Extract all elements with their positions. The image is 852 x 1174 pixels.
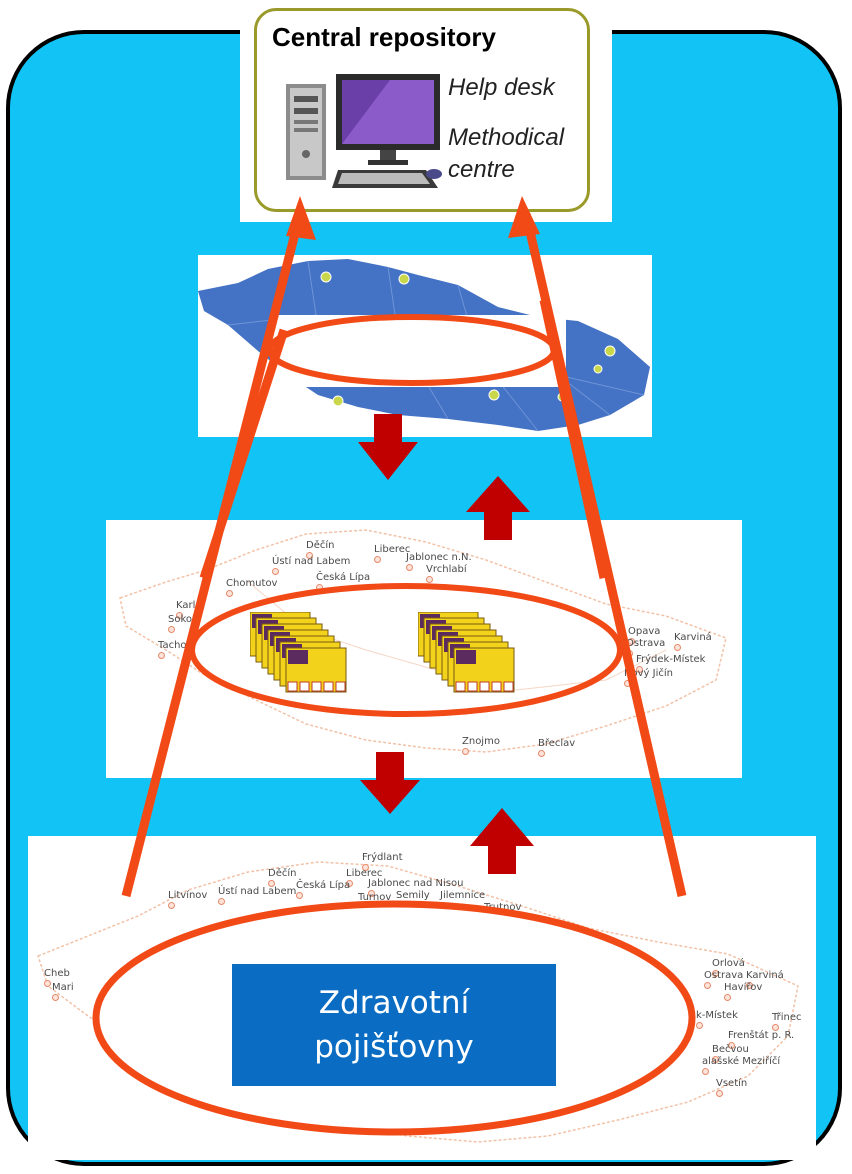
place-marker <box>704 982 711 989</box>
place-marker <box>346 880 353 887</box>
place-label: Frenštát p. R. <box>728 1030 795 1041</box>
place-marker <box>462 748 469 755</box>
health-insurance-label: Zdravotní pojišťovny <box>314 985 474 1065</box>
place-label: Cheb <box>44 968 70 979</box>
place-marker <box>44 980 51 987</box>
place-marker <box>168 902 175 909</box>
health-insurance-box: Zdravotní pojišťovny <box>232 964 556 1086</box>
place-label: Děčín <box>306 540 335 551</box>
place-label: Česká Lípa <box>316 572 371 583</box>
place-marker <box>176 612 183 619</box>
place-marker <box>628 638 635 645</box>
place-marker <box>636 666 643 673</box>
place-marker <box>538 750 545 757</box>
place-label: Litvínov <box>168 890 208 901</box>
place-marker <box>52 994 59 1001</box>
place-label: Karviná <box>674 632 712 643</box>
place-marker <box>268 880 275 887</box>
central-repository-box: Central repository Help desk Methodical … <box>240 0 612 222</box>
district-highlight-ellipse <box>189 583 623 717</box>
place-marker <box>746 982 753 989</box>
place-marker <box>296 892 303 899</box>
place-marker <box>716 1090 723 1097</box>
place-label: Jablonec n.N. <box>406 552 472 563</box>
place-label: Česká Lípa <box>296 880 351 891</box>
place-marker <box>712 970 719 977</box>
place-label: Třinec <box>772 1012 802 1023</box>
place-marker <box>712 1056 719 1063</box>
place-label: Sokolo <box>168 614 201 625</box>
up-arrow-lower <box>470 808 534 874</box>
place-marker <box>362 864 369 871</box>
place-label: Mari <box>52 982 74 993</box>
place-label: Chomutov <box>226 578 278 589</box>
computer-icon <box>286 74 442 188</box>
place-label: Vrchlabí <box>426 564 467 575</box>
methodical-centre-label: Methodical centre <box>448 124 565 183</box>
place-marker <box>168 626 175 633</box>
place-label: Ostrava <box>626 638 666 649</box>
place-label: Liberec <box>374 544 411 555</box>
hospital-buildings-icon <box>250 612 347 693</box>
place-label: Jilemnice <box>440 890 486 901</box>
central-repository-title: Central repository <box>272 22 496 52</box>
place-label: Semily <box>396 890 430 901</box>
place-marker <box>158 652 165 659</box>
place-label: Havířov <box>724 982 763 993</box>
place-label: Břeclav <box>538 738 576 749</box>
place-marker <box>702 1068 709 1075</box>
place-marker <box>728 1042 735 1049</box>
place-label: Orlová <box>712 958 745 969</box>
place-marker <box>724 994 731 1001</box>
hospital-buildings-icon <box>418 612 515 693</box>
down-arrow-upper <box>358 414 418 480</box>
place-label: Ostrava <box>704 970 744 981</box>
regional-highlight-ellipse <box>267 314 557 386</box>
down-arrow-lower <box>360 752 420 814</box>
place-label: Trutnov <box>484 902 522 913</box>
place-marker <box>674 644 681 651</box>
place-label: alašské Meziříčí <box>702 1056 781 1067</box>
place-label: Tachov <box>158 640 193 651</box>
place-label: Turnov <box>358 892 392 903</box>
place-marker <box>696 1022 703 1029</box>
place-marker <box>406 564 413 571</box>
place-marker <box>272 568 279 575</box>
place-marker <box>306 552 313 559</box>
place-label: Nový Jičín <box>624 668 673 679</box>
place-label: Ústí nad Labem <box>218 886 297 897</box>
place-label: k-Místek <box>696 1010 738 1021</box>
place-label: Frýdlant <box>362 852 403 863</box>
place-label: Jablonec nad Nisou <box>368 878 464 889</box>
place-marker <box>426 576 433 583</box>
place-marker <box>218 898 225 905</box>
place-label: Frýdek-Místek <box>636 654 706 665</box>
place-label: Vsetín <box>716 1078 748 1089</box>
place-label: Liberec <box>346 868 383 879</box>
place-marker <box>226 590 233 597</box>
help-desk-label: Help desk <box>448 74 555 101</box>
up-arrow-upper <box>466 476 530 540</box>
place-label: Karlo <box>176 600 202 611</box>
place-label: Děčín <box>268 868 297 879</box>
place-label: Bečvou <box>712 1044 749 1055</box>
place-marker <box>368 890 375 897</box>
place-label: Ústí nad Labem <box>272 556 351 567</box>
place-marker <box>772 1024 779 1031</box>
place-marker <box>374 556 381 563</box>
place-label: Opava <box>628 626 661 637</box>
place-label: Znojmo <box>462 736 500 747</box>
place-label: Karviná <box>746 970 784 981</box>
